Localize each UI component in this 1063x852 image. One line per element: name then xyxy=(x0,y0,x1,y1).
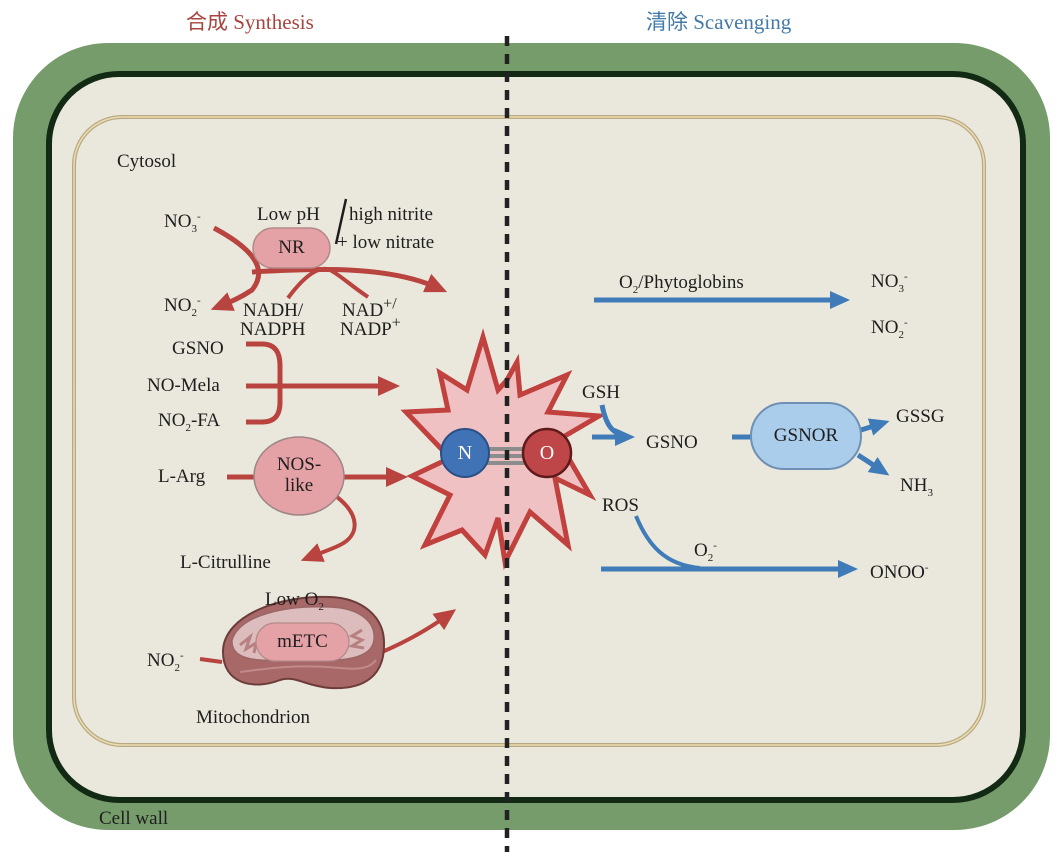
synthesis-header: 合成 Synthesis xyxy=(186,10,314,34)
cell-wall-label: Cell wall xyxy=(99,808,169,829)
cofactor-nadph: NADPH xyxy=(240,319,306,340)
oxygen-atom xyxy=(521,427,573,479)
gssg-label: GSSG xyxy=(896,406,945,427)
gsh-label: GSH xyxy=(582,382,621,403)
arrow-gsnor-to-nh3 xyxy=(856,452,890,476)
nr-enzyme-shape xyxy=(252,227,331,269)
mitochondrion-label: Mitochondrion xyxy=(196,707,310,728)
cofactor-nadh: NADH/ xyxy=(243,300,304,321)
condition-divider xyxy=(334,198,348,245)
cytosol-label: Cytosol xyxy=(117,151,177,172)
nitrate-label: NO3- xyxy=(164,210,201,235)
gsnor-enzyme: GSNOR xyxy=(773,424,839,446)
line-no2-to-mito xyxy=(199,657,223,664)
mito-nitrite-label: NO2- xyxy=(147,649,184,674)
oxygen-atom-label: O xyxy=(539,442,555,464)
scav-nitrate-label: NO3- xyxy=(871,270,908,295)
arrow-no3-to-no2 xyxy=(210,225,262,311)
nos-like-enzyme: NOS-like xyxy=(276,454,322,496)
arrow-gsnor-to-gssg xyxy=(860,418,890,436)
arrow-nos-to-citrulline xyxy=(300,495,357,562)
scavenging-header: 清除 Scavenging xyxy=(646,10,792,34)
nitrite-label: NO2- xyxy=(164,294,201,319)
gsnor-enzyme-shape xyxy=(750,402,862,470)
nitrogen-atom xyxy=(440,428,490,478)
ammonia-label: NH3 xyxy=(900,475,933,499)
phytoglobin-label: O2/Phytoglobins xyxy=(619,272,744,296)
low-o2-label: Low O2 xyxy=(265,589,324,613)
scav-gsno-label: GSNO xyxy=(646,432,698,453)
l-arg-label: L-Arg xyxy=(158,466,206,487)
nr-enzyme: NR xyxy=(278,236,305,258)
condition-high-nitrite: high nitrite xyxy=(349,204,433,225)
donor-gsno: GSNO xyxy=(172,338,224,359)
cofactor-nadp-plus: NADP+ xyxy=(340,314,401,340)
superoxide-label: O2- xyxy=(694,539,717,564)
arrow-gsh-merge xyxy=(599,404,629,440)
peroxynitrite-label: ONOO- xyxy=(870,561,929,583)
arrow-mito-to-no xyxy=(381,609,457,654)
nos-like-enzyme-shape xyxy=(253,436,345,516)
scav-nitrite-label: NO2- xyxy=(871,316,908,341)
donor-no2-fa: NO2-FA xyxy=(158,410,221,434)
arrow-nr-to-no xyxy=(251,266,448,293)
condition-low-nitrate: + low nitrate xyxy=(337,232,435,253)
ros-label: ROS xyxy=(602,495,639,516)
condition-low-ph: Low pH xyxy=(257,204,320,225)
cofactor-nad-plus: NAD+/ xyxy=(342,295,397,321)
metc-enzyme: mETC xyxy=(277,630,328,652)
nitrogen-atom-label: N xyxy=(457,442,473,464)
mitochondrion-shape xyxy=(221,595,386,690)
arrow-cofactor-arc xyxy=(286,266,370,300)
l-citrulline-label: L-Citrulline xyxy=(180,552,271,573)
donor-no-mela: NO-Mela xyxy=(147,375,220,396)
